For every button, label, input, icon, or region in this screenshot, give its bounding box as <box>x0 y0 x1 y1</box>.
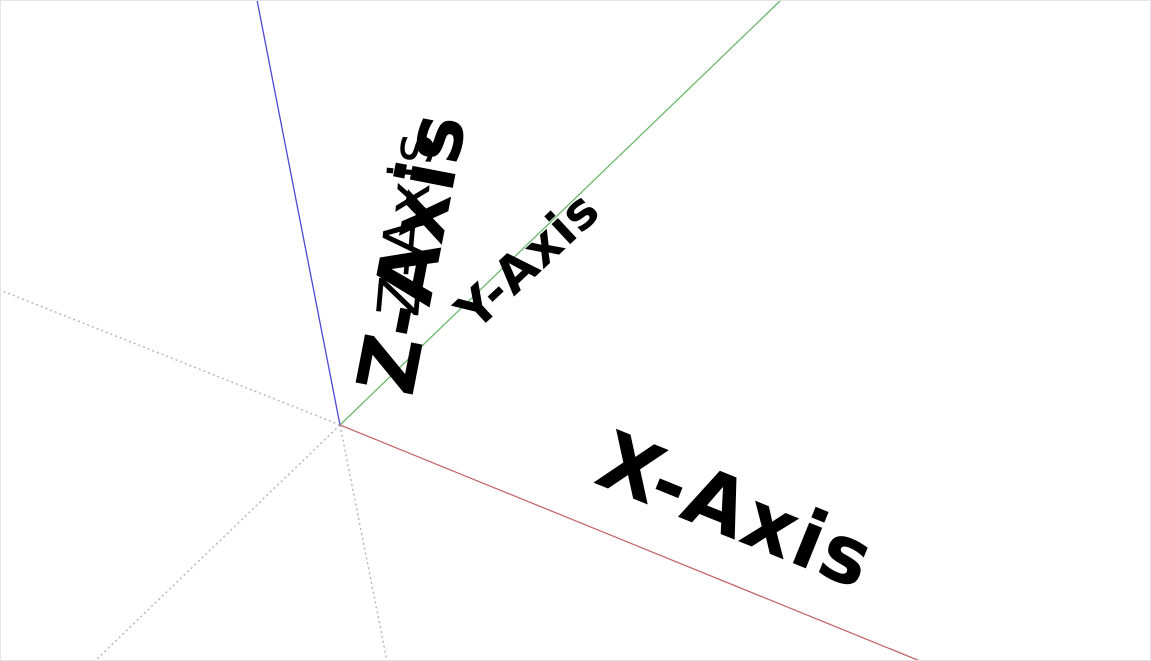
x-axis-label: X-Axis <box>585 413 888 607</box>
y-axis-line <box>339 0 782 426</box>
z-axis-ghost-label: Z-Axis <box>364 129 448 319</box>
negative-y-axis-line <box>94 424 341 661</box>
x-axis-line <box>339 424 921 661</box>
negative-z-axis-line <box>339 424 388 661</box>
z-axis-label: Z-Axis <box>339 105 485 402</box>
negative-x-axis-line <box>0 289 341 426</box>
z-axis-line <box>256 0 341 426</box>
